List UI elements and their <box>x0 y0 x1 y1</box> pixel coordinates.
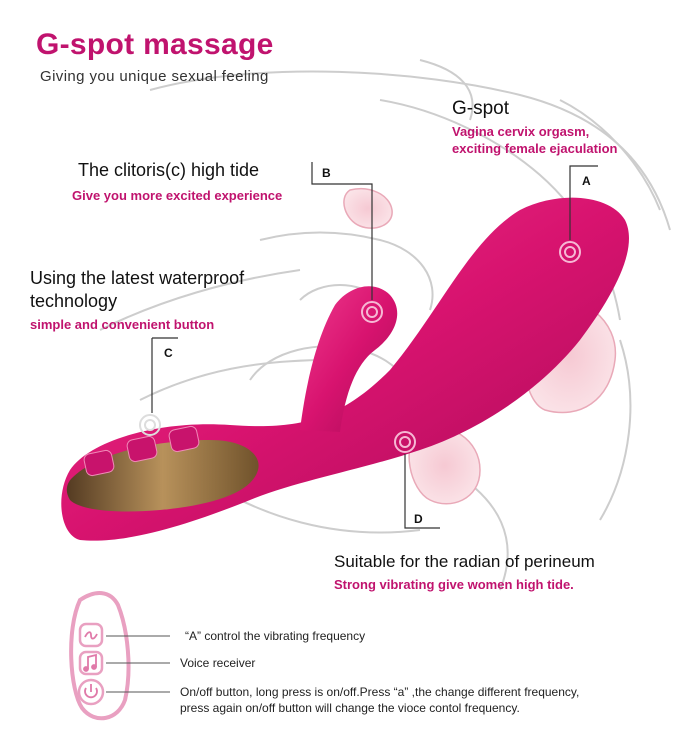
callout-lines <box>151 162 598 529</box>
marker-letter-c: C <box>164 346 173 360</box>
waterproof-heading-line2: technology <box>30 291 118 311</box>
marker-letter-a: A <box>582 174 591 188</box>
clitoris-heading: The clitoris(c) high tide <box>78 160 260 180</box>
perineum-heading: Suitable for the radian of perineum <box>334 552 595 571</box>
legend-item-vibrating-frequency: “A” control the vibrating frequency <box>185 629 366 643</box>
gspot-detail-line2: exciting female ejaculation <box>452 141 618 156</box>
device-buttons <box>83 425 200 477</box>
waterproof-heading-line1: Using the latest waterproof <box>30 268 245 288</box>
target-markers <box>139 241 581 453</box>
legend-item-power-line2: press again on/off button will change th… <box>180 701 520 715</box>
controller-illustration <box>69 591 131 721</box>
marker-letter-b: B <box>322 166 331 180</box>
marker-letter-d: D <box>414 512 423 526</box>
page-subtitle: Giving you unique sexual feeling <box>40 68 269 85</box>
perineum-detail: Strong vibrating give women high tide. <box>334 577 574 592</box>
gspot-heading: G-spot <box>452 98 510 119</box>
page-title: G-spot massage <box>36 28 274 61</box>
clitoris-detail: Give you more excited experience <box>72 188 283 203</box>
anatomy-sketch <box>99 59 671 591</box>
device-body <box>61 197 629 541</box>
waterproof-detail: simple and convenient button <box>30 317 215 332</box>
legend-lines <box>106 635 170 693</box>
legend-item-power-line1: On/off button, long press is on/off.Pres… <box>180 685 580 699</box>
legend-item-voice-receiver: Voice receiver <box>180 656 256 670</box>
gspot-detail-line1: Vagina cervix orgasm, <box>452 124 590 139</box>
